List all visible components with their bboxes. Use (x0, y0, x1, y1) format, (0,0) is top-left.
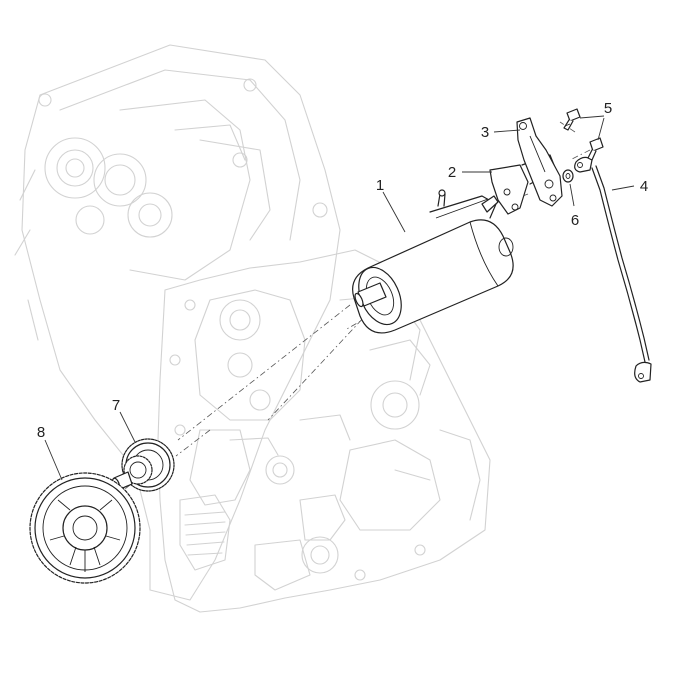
screw-icon (563, 108, 604, 161)
callout-8: 8 (37, 424, 45, 441)
engine-block-outline (14, 44, 491, 613)
callout-1: 1 (376, 177, 384, 194)
starter-motor-icon (352, 189, 514, 334)
callout-4: 4 (640, 178, 648, 195)
callout-labels: 1 2 3 4 5 6 7 8 (37, 100, 648, 441)
idler-gear-icon (111, 438, 175, 492)
washer-icon (562, 169, 574, 183)
starter-crown-gear-icon (29, 472, 141, 584)
leader-lines (44, 115, 635, 481)
callout-3: 3 (481, 124, 489, 141)
callout-5: 5 (604, 100, 612, 117)
ground-cable-icon (574, 156, 652, 383)
callout-7: 7 (112, 397, 120, 414)
callout-2: 2 (448, 164, 456, 181)
support-plate-icon (516, 117, 563, 207)
callout-6: 6 (571, 212, 579, 229)
